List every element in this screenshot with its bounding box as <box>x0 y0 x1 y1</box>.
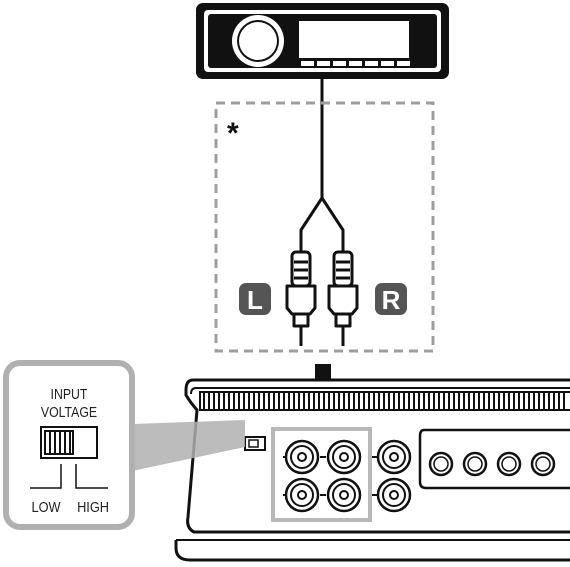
output-jacks <box>376 439 412 513</box>
preset-buttons <box>301 61 410 66</box>
voltage-slide-switch <box>40 426 98 459</box>
input-voltage-title-line2: VOLTAGE <box>41 404 97 420</box>
output-jack-1 <box>376 439 412 475</box>
input-jack-4 <box>326 477 362 513</box>
right-channel-badge: R <box>375 283 407 315</box>
input-voltage-title-line1: INPUT <box>51 386 88 402</box>
input-jacks <box>284 439 362 513</box>
control-knob-2 <box>462 451 488 477</box>
rca-cable <box>299 79 345 252</box>
high-label: HIGH <box>77 498 109 515</box>
rca-plug-left <box>285 250 317 346</box>
control-panel <box>418 428 570 490</box>
input-jack-2 <box>326 439 362 475</box>
low-label: LOW <box>31 498 61 515</box>
output-jack-2 <box>376 477 412 513</box>
svg-text:R: R <box>382 285 401 315</box>
svg-text:L: L <box>247 285 263 315</box>
control-knob-4 <box>530 451 556 477</box>
display-screen <box>299 21 409 58</box>
heatsink-fins <box>203 392 565 410</box>
switch-position-lines <box>30 464 108 489</box>
control-knob-1 <box>428 451 454 477</box>
rca-plug-right <box>327 250 359 346</box>
input-jack-1 <box>284 439 320 475</box>
amp-voltage-switch <box>244 436 266 451</box>
optional-accessory-box <box>214 101 435 353</box>
callout-pointer <box>132 420 245 471</box>
control-knob-3 <box>496 451 522 477</box>
asterisk-note: * <box>227 117 239 150</box>
left-channel-badge: L <box>239 283 271 315</box>
input-jack-3 <box>284 477 320 513</box>
head-unit <box>196 3 449 79</box>
volume-knob <box>239 22 277 60</box>
